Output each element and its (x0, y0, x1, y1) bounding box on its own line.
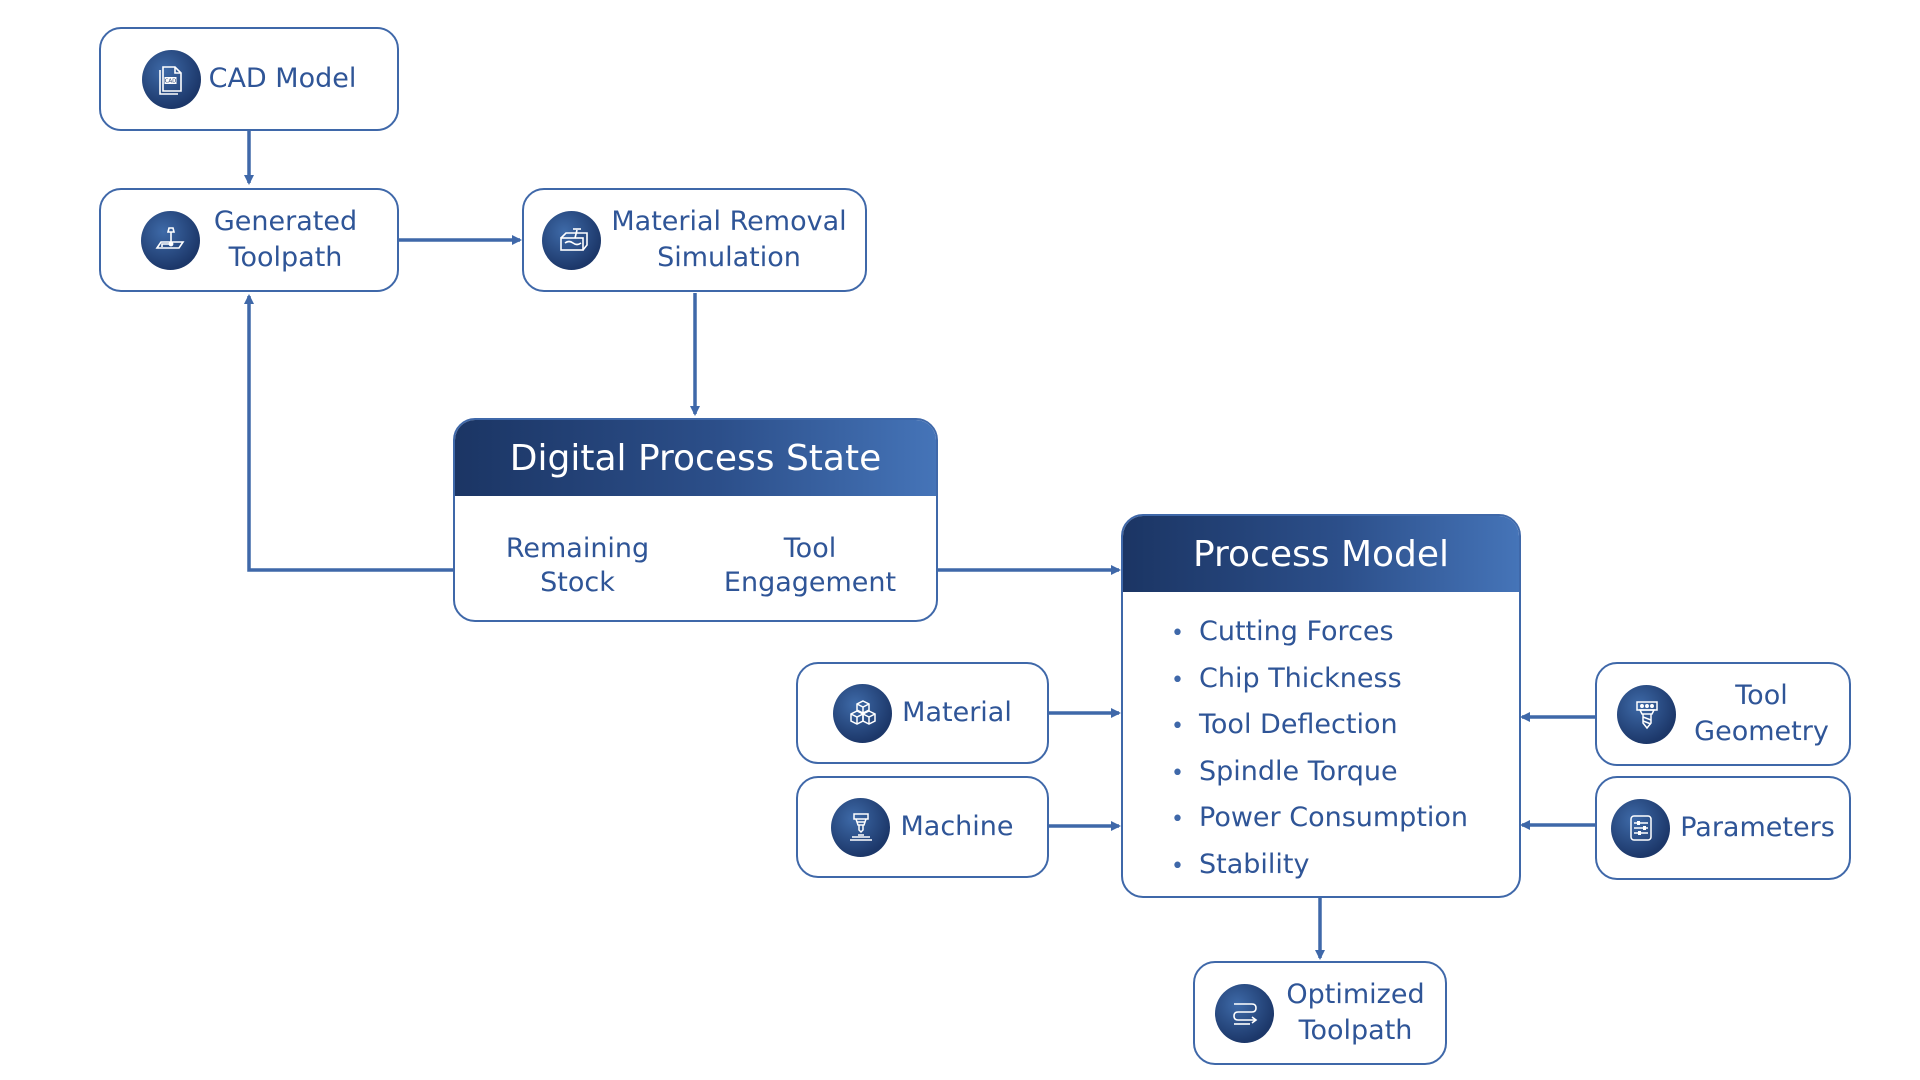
material-node: Material (796, 662, 1049, 764)
cubes-icon (833, 683, 893, 743)
cad-file-icon: CAD (141, 49, 201, 109)
tool-geometry-node: Tool Geometry (1595, 662, 1851, 766)
svg-text:CAD: CAD (165, 79, 177, 85)
list-item: Stability (1171, 843, 1519, 890)
generated-toolpath-node: Generated Toolpath (99, 188, 399, 292)
toolpath-icon (140, 210, 200, 270)
digital-process-state-node: Digital Process State Remaining Stock To… (453, 418, 938, 622)
digital-process-state-title: Digital Process State (455, 420, 936, 496)
sliders-icon (1611, 798, 1671, 858)
material-removal-icon (542, 210, 602, 270)
list-item: Power Consumption (1171, 796, 1519, 843)
list-item: Cutting Forces (1171, 610, 1519, 657)
material-label: Material (902, 696, 1012, 728)
list-item: Tool Deflection (1171, 703, 1519, 750)
optimized-toolpath-label: Optimized Toolpath (1286, 978, 1425, 1046)
machine-label: Machine (900, 810, 1014, 842)
parameters-node: Parameters (1595, 776, 1851, 880)
list-item: Chip Thickness (1171, 657, 1519, 704)
generated-toolpath-label: Generated Toolpath (213, 205, 358, 273)
cad-model-label: CAD Model (208, 62, 357, 94)
parameters-label: Parameters (1680, 811, 1835, 843)
material-removal-label: Material Removal Simulation (611, 205, 847, 273)
process-model-title: Process Model (1123, 516, 1519, 592)
machine-icon (831, 797, 891, 857)
optimized-toolpath-node: Optimized Toolpath (1193, 961, 1447, 1065)
tool-geometry-label: Tool Geometry (1694, 679, 1829, 747)
machine-node: Machine (796, 776, 1049, 878)
process-model-node: Process Model Cutting Forces Chip Thickn… (1121, 514, 1521, 898)
optimized-path-icon (1215, 983, 1275, 1043)
remaining-stock-label: Remaining Stock (505, 533, 650, 598)
list-item: Spindle Torque (1171, 750, 1519, 797)
drill-bit-icon (1617, 684, 1677, 744)
process-model-outputs-list: Cutting Forces Chip Thickness Tool Defle… (1123, 592, 1519, 889)
cad-model-node: CAD CAD Model (99, 27, 399, 131)
arrow-state-feedback-to-generated (244, 294, 455, 572)
material-removal-node: Material Removal Simulation (522, 188, 867, 292)
tool-engagement-label: Tool Engagement (723, 533, 897, 598)
